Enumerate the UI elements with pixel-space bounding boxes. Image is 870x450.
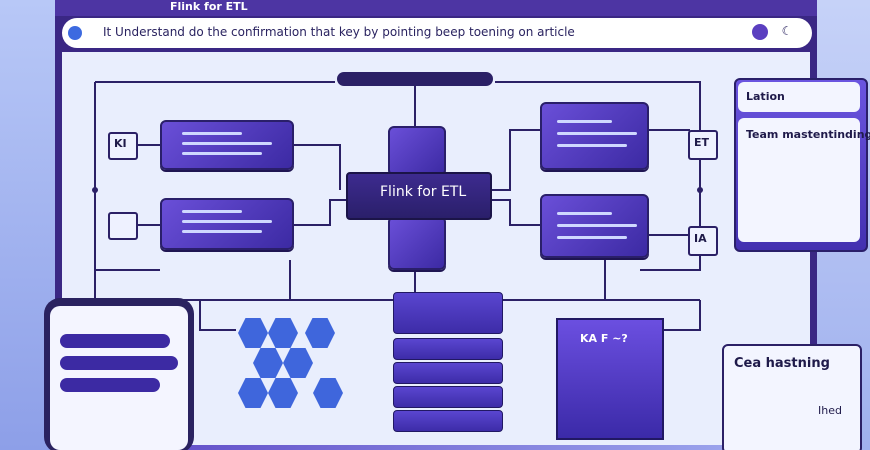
right-info-panel-subtitle: Team mastentinding	[746, 128, 870, 141]
database-layer	[393, 362, 503, 384]
database-layer	[393, 338, 503, 360]
kafka-label: KA F ~?	[580, 332, 628, 345]
left-tag-bottom	[108, 212, 138, 240]
hex-cell	[238, 378, 268, 408]
left-tag-top	[108, 132, 138, 160]
source-node-top	[160, 120, 294, 170]
hex-cell	[253, 348, 283, 378]
right-status-panel-value: Ihed	[818, 404, 842, 417]
mobile-list-item[interactable]	[60, 378, 160, 392]
mobile-list-item[interactable]	[60, 334, 170, 348]
source-node-bottom	[160, 198, 294, 250]
right-status-panel-title: Cea hastning	[734, 356, 830, 371]
kafka-block	[556, 318, 664, 440]
right-status-panel	[722, 344, 862, 450]
sink-node-bottom	[540, 194, 649, 258]
hex-cell	[305, 318, 335, 348]
database-top-layer	[393, 292, 503, 334]
address-text: It Understand do the confirmation that k…	[103, 25, 575, 39]
top-connector-pill	[337, 72, 493, 86]
upper-processor-node	[388, 126, 446, 176]
lower-processor-node	[388, 216, 446, 270]
right-tag-bottom-label: IA	[694, 232, 707, 245]
address-bar[interactable]	[62, 18, 812, 48]
left-tag-top-label: KI	[114, 137, 127, 150]
right-info-panel-body	[738, 118, 860, 242]
record-icon[interactable]	[752, 24, 768, 40]
flink-etl-box	[346, 172, 492, 220]
hex-cell	[238, 318, 268, 348]
title-bar	[55, 0, 817, 16]
flink-etl-label: Flink for ETL	[380, 184, 467, 200]
database-layer	[393, 386, 503, 408]
sink-node-top	[540, 102, 649, 170]
globe-icon	[68, 26, 82, 40]
database-layer	[393, 410, 503, 432]
hex-cell	[313, 378, 343, 408]
window-title: Flink for ETL	[170, 0, 248, 13]
moon-icon[interactable]: ☾	[781, 24, 793, 38]
right-tag-bottom	[688, 226, 718, 256]
database-stack	[393, 292, 503, 450]
right-tag-top	[688, 130, 718, 160]
right-tag-top-label: ET	[694, 136, 710, 149]
hex-cell	[268, 378, 298, 408]
hex-cell	[268, 318, 298, 348]
right-info-panel-header	[738, 82, 860, 112]
mobile-list-item[interactable]	[60, 356, 178, 370]
right-info-panel-title: Lation	[746, 90, 785, 103]
hex-cell	[283, 348, 313, 378]
